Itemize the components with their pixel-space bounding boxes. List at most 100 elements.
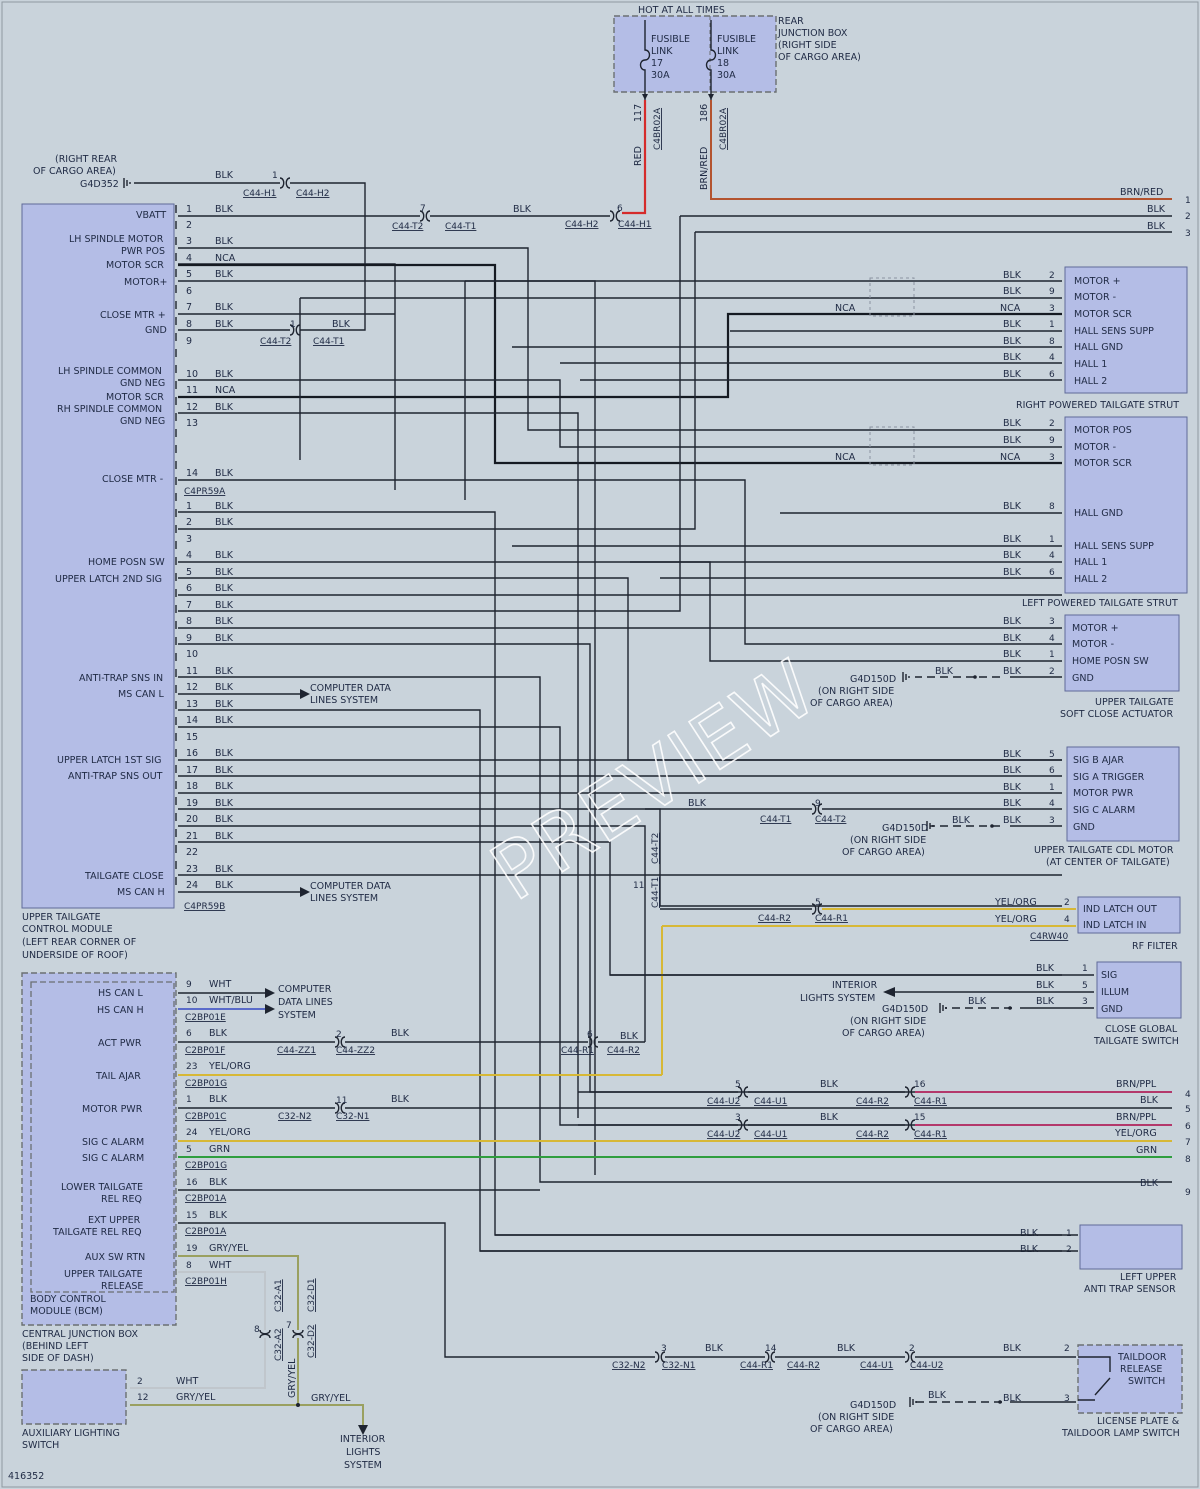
svg-text:RH SPINDLE COMMON: RH SPINDLE COMMON <box>57 404 162 415</box>
svg-text:21: 21 <box>186 831 198 842</box>
svg-text:BLK: BLK <box>513 204 532 215</box>
svg-text:MOTOR PWR: MOTOR PWR <box>82 1104 143 1115</box>
svg-text:C44-R2: C44-R2 <box>856 1130 889 1140</box>
cgts-name-1: CLOSE GLOBAL <box>1105 1024 1178 1035</box>
svg-text:GND: GND <box>145 325 167 336</box>
svg-text:GRY/YEL: GRY/YEL <box>176 1392 216 1403</box>
svg-text:PWR POS: PWR POS <box>121 246 165 257</box>
svg-text:5: 5 <box>186 269 192 280</box>
svg-text:5: 5 <box>815 898 821 908</box>
svg-text:6: 6 <box>1185 1122 1191 1132</box>
g352-blk: BLK <box>215 170 234 181</box>
svg-text:NCA: NCA <box>835 303 856 314</box>
hot-label: HOT AT ALL TIMES <box>638 5 725 16</box>
svg-text:C44-R2: C44-R2 <box>758 914 791 924</box>
svg-text:SIG C ALARM: SIG C ALARM <box>82 1137 144 1148</box>
svg-text:NCA: NCA <box>215 253 236 264</box>
left-strut-name: LEFT POWERED TAILGATE STRUT <box>1022 598 1178 609</box>
svg-text:HALL GND: HALL GND <box>1074 508 1123 519</box>
svg-text:BLK: BLK <box>215 814 234 825</box>
svg-text:8: 8 <box>186 319 192 330</box>
svg-text:C4RW40: C4RW40 <box>1030 932 1069 942</box>
td-name-2: TAILDOOR LAMP SWITCH <box>1061 1428 1180 1439</box>
svg-text:BLK: BLK <box>1003 782 1022 793</box>
svg-text:9: 9 <box>186 633 192 644</box>
svg-text:7: 7 <box>186 600 192 611</box>
svg-text:WHT: WHT <box>209 1260 232 1271</box>
svg-text:TAIL AJAR: TAIL AJAR <box>95 1071 141 1082</box>
svg-text:C44-U2: C44-U2 <box>707 1097 740 1107</box>
svg-text:2: 2 <box>1049 667 1055 677</box>
svg-text:SIG C ALARM: SIG C ALARM <box>1073 805 1135 816</box>
svg-text:23: 23 <box>186 1062 197 1072</box>
svg-text:NCA: NCA <box>215 385 236 396</box>
svg-text:15: 15 <box>186 732 198 743</box>
ground-symbol-top <box>123 178 131 188</box>
rf-name: RF FILTER <box>1132 941 1178 952</box>
svg-text:YEL/ORG: YEL/ORG <box>1114 1128 1157 1139</box>
fl17-l1: FUSIBLE <box>651 34 690 45</box>
svg-text:C32-N1: C32-N1 <box>662 1361 695 1371</box>
svg-text:C44-R1: C44-R1 <box>914 1097 947 1107</box>
svg-text:C44-H2: C44-H2 <box>565 220 598 230</box>
svg-text:9: 9 <box>1185 1188 1191 1198</box>
svg-text:5: 5 <box>1082 981 1088 991</box>
svg-text:BLK: BLK <box>215 781 234 792</box>
svg-text:19: 19 <box>186 1244 198 1254</box>
edge2-blk: BLK <box>1147 204 1166 215</box>
svg-text:C32-A2: C32-A2 <box>274 1328 284 1361</box>
right-strut-pins: MOTOR + MOTOR - MOTOR SCR HALL SENS SUPP… <box>1074 276 1154 387</box>
svg-text:C2BP01C: C2BP01C <box>185 1112 226 1122</box>
body-control-module <box>30 981 175 1293</box>
rf-filter <box>1077 896 1181 934</box>
svg-text:HOME POSN SW: HOME POSN SW <box>88 557 165 568</box>
svg-text:MS CAN H: MS CAN H <box>117 887 165 898</box>
svg-text:C2BP01A: C2BP01A <box>185 1227 227 1237</box>
svg-text:BLK: BLK <box>215 517 234 528</box>
svg-text:BLK: BLK <box>1003 352 1022 363</box>
svg-text:12: 12 <box>186 682 198 693</box>
svg-text:BRN/PPL: BRN/PPL <box>1116 1112 1157 1123</box>
svg-text:C44-T2: C44-T2 <box>392 222 423 232</box>
svg-text:LIGHTS: LIGHTS <box>346 1447 380 1458</box>
soft-close-pins: MOTOR + MOTOR - HOME POSN SW GND <box>1072 623 1149 684</box>
svg-text:3: 3 <box>186 236 192 247</box>
left-upper-anti-trap-sensor <box>1079 1224 1183 1270</box>
svg-text:BLK: BLK <box>209 1094 228 1105</box>
svg-text:2: 2 <box>336 1030 342 1040</box>
svg-text:C32-D2: C32-D2 <box>307 1324 317 1358</box>
svg-text:10: 10 <box>186 649 198 660</box>
svg-text:C32-A1: C32-A1 <box>274 1279 284 1312</box>
svg-text:BLK: BLK <box>215 765 234 776</box>
cdl-pins: SIG B AJAR SIG A TRIGGER MOTOR PWR SIG C… <box>1073 755 1145 833</box>
svg-text:BLK: BLK <box>215 699 234 710</box>
svg-text:BLK: BLK <box>391 1094 410 1105</box>
svg-text:BLK: BLK <box>928 1390 947 1401</box>
svg-text:5: 5 <box>735 1080 741 1090</box>
svg-text:2: 2 <box>1049 419 1055 429</box>
svg-text:6: 6 <box>617 204 623 214</box>
svg-text:C44-R2: C44-R2 <box>856 1097 889 1107</box>
svg-text:MOTOR SCR: MOTOR SCR <box>1074 458 1132 469</box>
svg-text:BLK: BLK <box>1003 270 1022 281</box>
svg-text:1: 1 <box>1049 320 1055 330</box>
svg-text:10: 10 <box>186 996 198 1006</box>
svg-text:BLK: BLK <box>215 501 234 512</box>
svg-text:BLK: BLK <box>1003 798 1022 809</box>
svg-text:BLK: BLK <box>215 302 234 313</box>
svg-text:C32-N2: C32-N2 <box>612 1361 645 1371</box>
svg-text:GRY/YEL: GRY/YEL <box>311 1393 351 1404</box>
edge3-blk: BLK <box>1147 221 1166 232</box>
svg-text:DATA LINES: DATA LINES <box>278 997 333 1008</box>
svg-text:C32-N2: C32-N2 <box>278 1112 311 1122</box>
svg-text:MOTOR+: MOTOR+ <box>124 277 168 288</box>
svg-text:1: 1 <box>1049 783 1055 793</box>
svg-text:BLK: BLK <box>1003 649 1022 660</box>
svg-text:14: 14 <box>186 468 198 479</box>
aux-name-2: SWITCH <box>22 1440 59 1451</box>
svg-text:C44-ZZ1: C44-ZZ1 <box>277 1046 316 1056</box>
svg-text:WHT: WHT <box>209 979 232 990</box>
svg-text:BLK: BLK <box>1003 418 1022 429</box>
svg-text:SIG B AJAR: SIG B AJAR <box>1073 755 1124 766</box>
svg-text:4: 4 <box>1185 1090 1191 1100</box>
